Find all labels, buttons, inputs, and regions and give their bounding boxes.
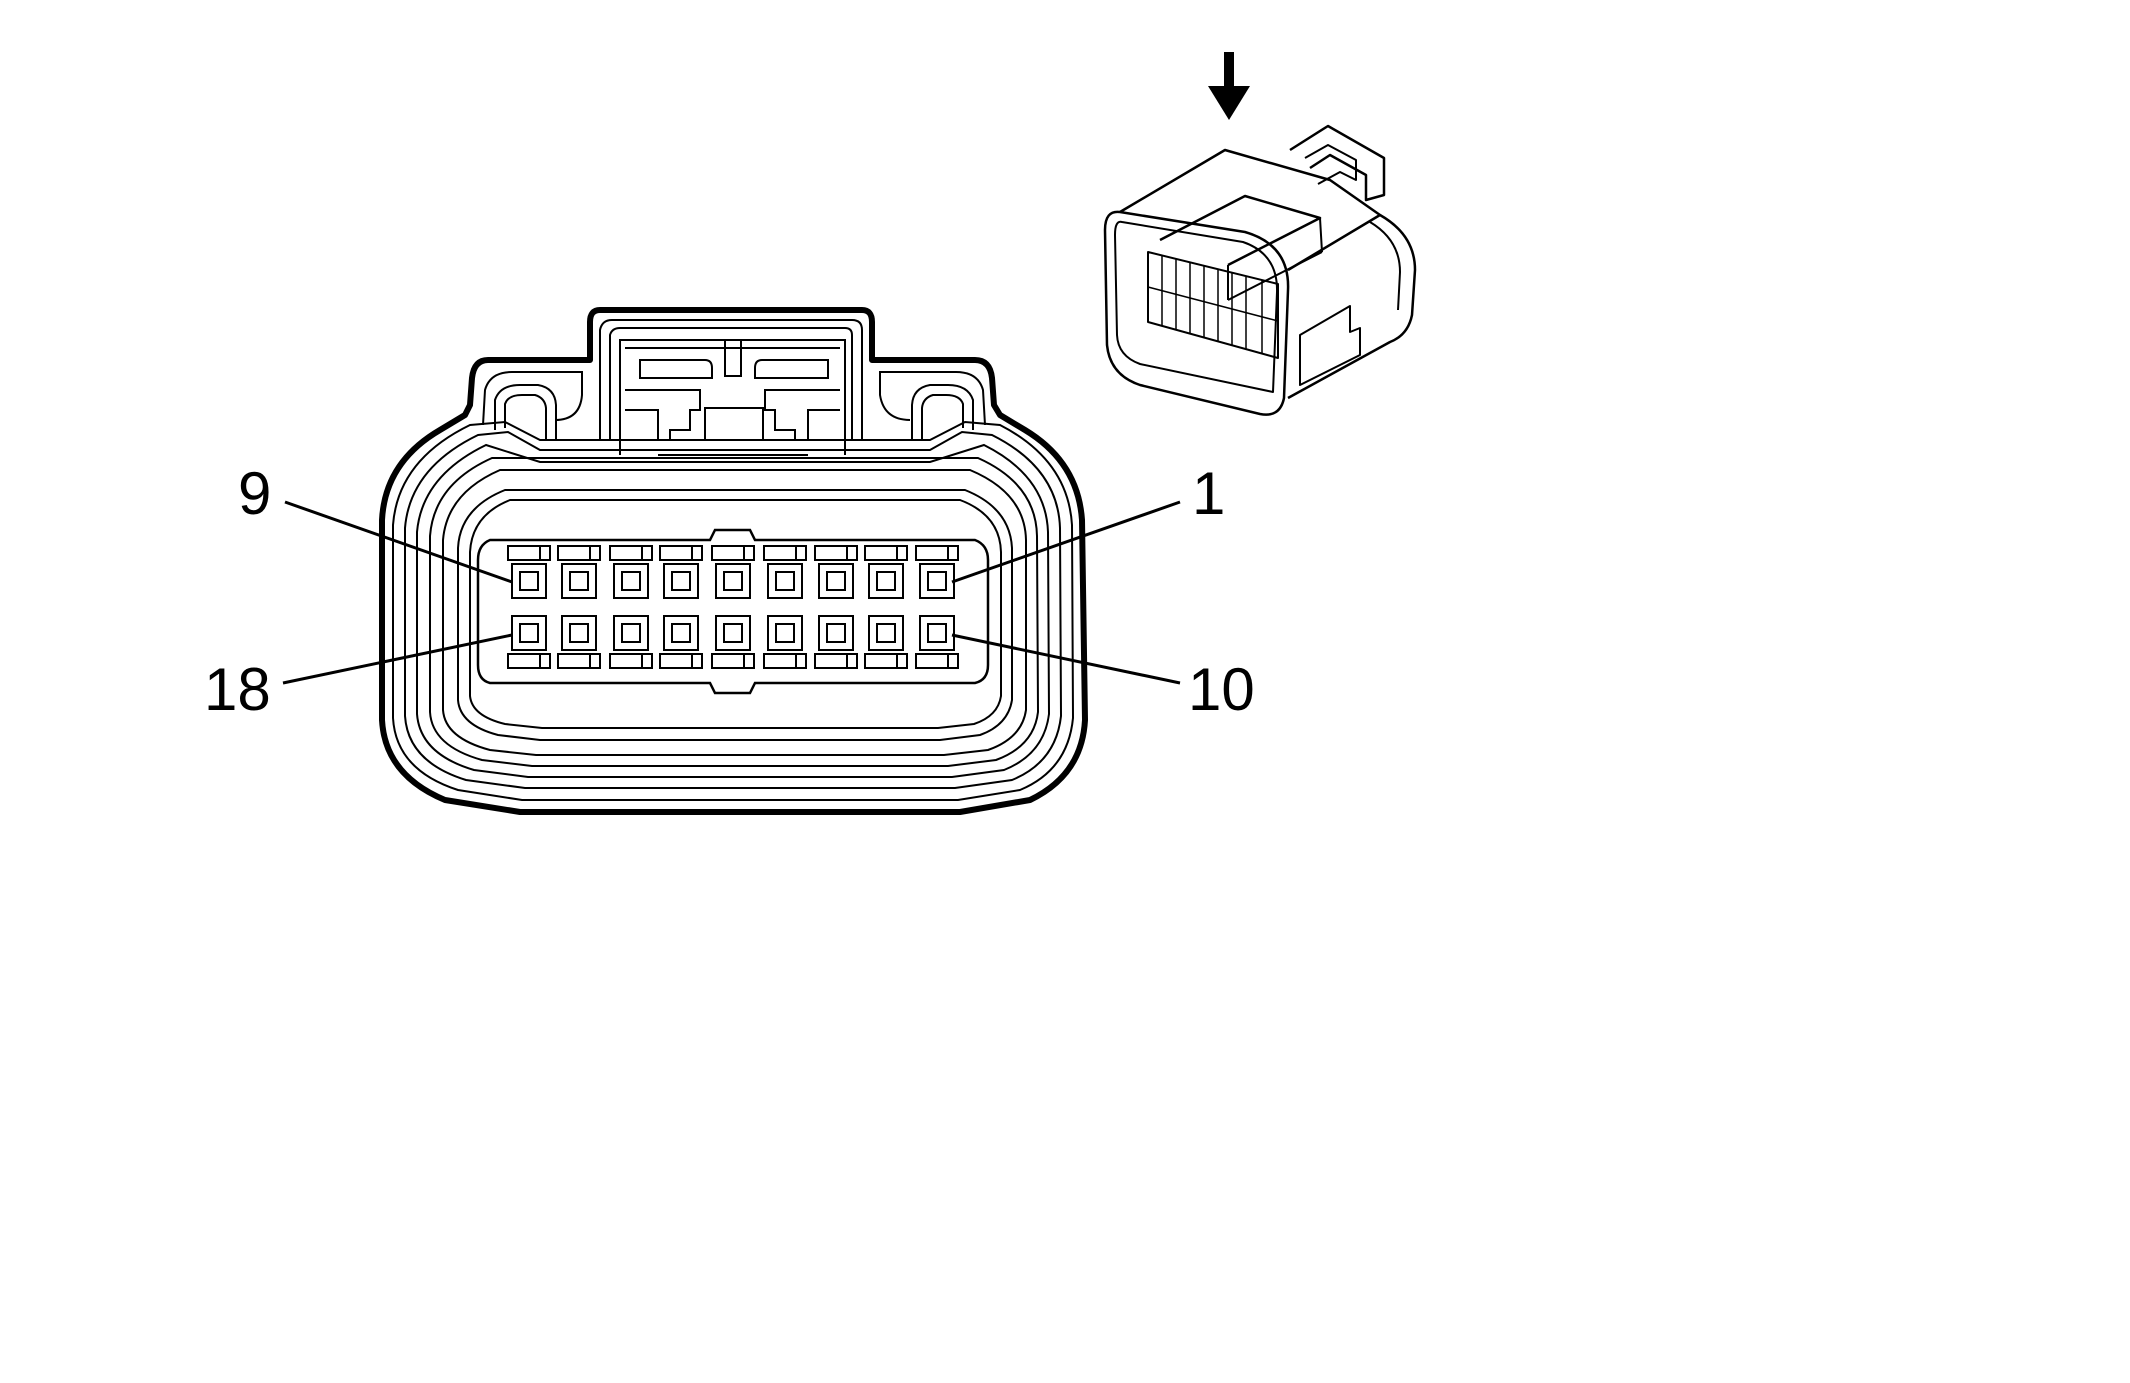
shell-outline-2 [404,430,1063,789]
shell-outline-6 [457,489,1013,741]
pin-label-top-right: 1 [1192,460,1225,527]
pin-cavity [507,545,551,599]
latch-left-arm [625,389,701,441]
iso-side-slot [1299,305,1361,386]
pin-row-bottom [507,615,959,669]
pin-cavity-frame [476,528,990,695]
pin-label-top-left: 9 [238,460,271,527]
connector-outer-shell [379,307,1088,815]
pin-cavity [763,615,807,669]
connector-isometric-view [1103,124,1417,416]
pin-cavity [864,545,908,599]
callout-line-bottom-right [951,633,1181,685]
callout-line-top-left [284,500,513,584]
latch-housing-inner [609,327,853,440]
latch-center-tab [724,339,742,377]
right-mounting-ear [911,384,974,440]
pin-cavity [659,615,703,669]
latch-housing-outer [599,319,863,440]
right-ear-outer [879,371,986,426]
shell-outline-7 [469,499,1002,729]
pin-cavity [609,615,653,669]
pin-cavity [915,615,959,669]
pin-cavity [763,545,807,599]
pin-callouts: 9 1 18 10 [204,460,1255,723]
latch-right-finger [754,359,829,379]
pin-cavity [814,545,858,599]
pin-label-bottom-left: 18 [204,656,271,723]
pin-cavity [915,545,959,599]
pin-label-bottom-right: 10 [1188,656,1255,723]
iso-right-side [1287,213,1417,400]
shell-outline-5 [442,469,1027,756]
iso-rear-tab [1289,124,1386,202]
callout-line-bottom-left [282,633,513,685]
pin-cavity [609,545,653,599]
iso-front-face [1103,210,1290,416]
iso-pin-window [1147,251,1279,359]
latch-base [704,407,764,441]
shell-outline-3 [416,443,1051,778]
latch-right-arm [764,389,840,441]
left-mounting-ear [494,384,557,440]
pin-cavity [711,545,755,599]
left-ear-outer [482,371,583,426]
pin-cavity [557,545,601,599]
iso-pin-grid [1147,256,1279,354]
pin-cavity [659,545,703,599]
left-ear-inner [504,394,547,440]
iso-top-surface [1119,148,1382,272]
pin-row-top [507,545,959,599]
right-ear-inner [921,394,964,440]
pin-cavity [711,615,755,669]
pin-cavity [864,615,908,669]
iso-rear-tab-inner [1304,144,1357,185]
iso-latch-ridge [1227,217,1323,301]
iso-latch-block [1159,194,1322,267]
pin-cavity [814,615,858,669]
pin-cavity [507,615,551,669]
pin-cavity [557,615,601,669]
callout-line-top-right [951,500,1181,584]
shell-outline-4 [429,457,1040,767]
connector-diagram: 9 1 18 10 [204,52,1417,815]
iso-front-inner [1114,220,1279,393]
latch-frame [619,339,846,455]
down-arrow-icon [1208,52,1250,120]
latch-left-finger [639,359,713,379]
iso-side-ridge [1369,221,1401,311]
connector-face [379,307,1088,815]
shell-outline-1 [392,420,1075,801]
